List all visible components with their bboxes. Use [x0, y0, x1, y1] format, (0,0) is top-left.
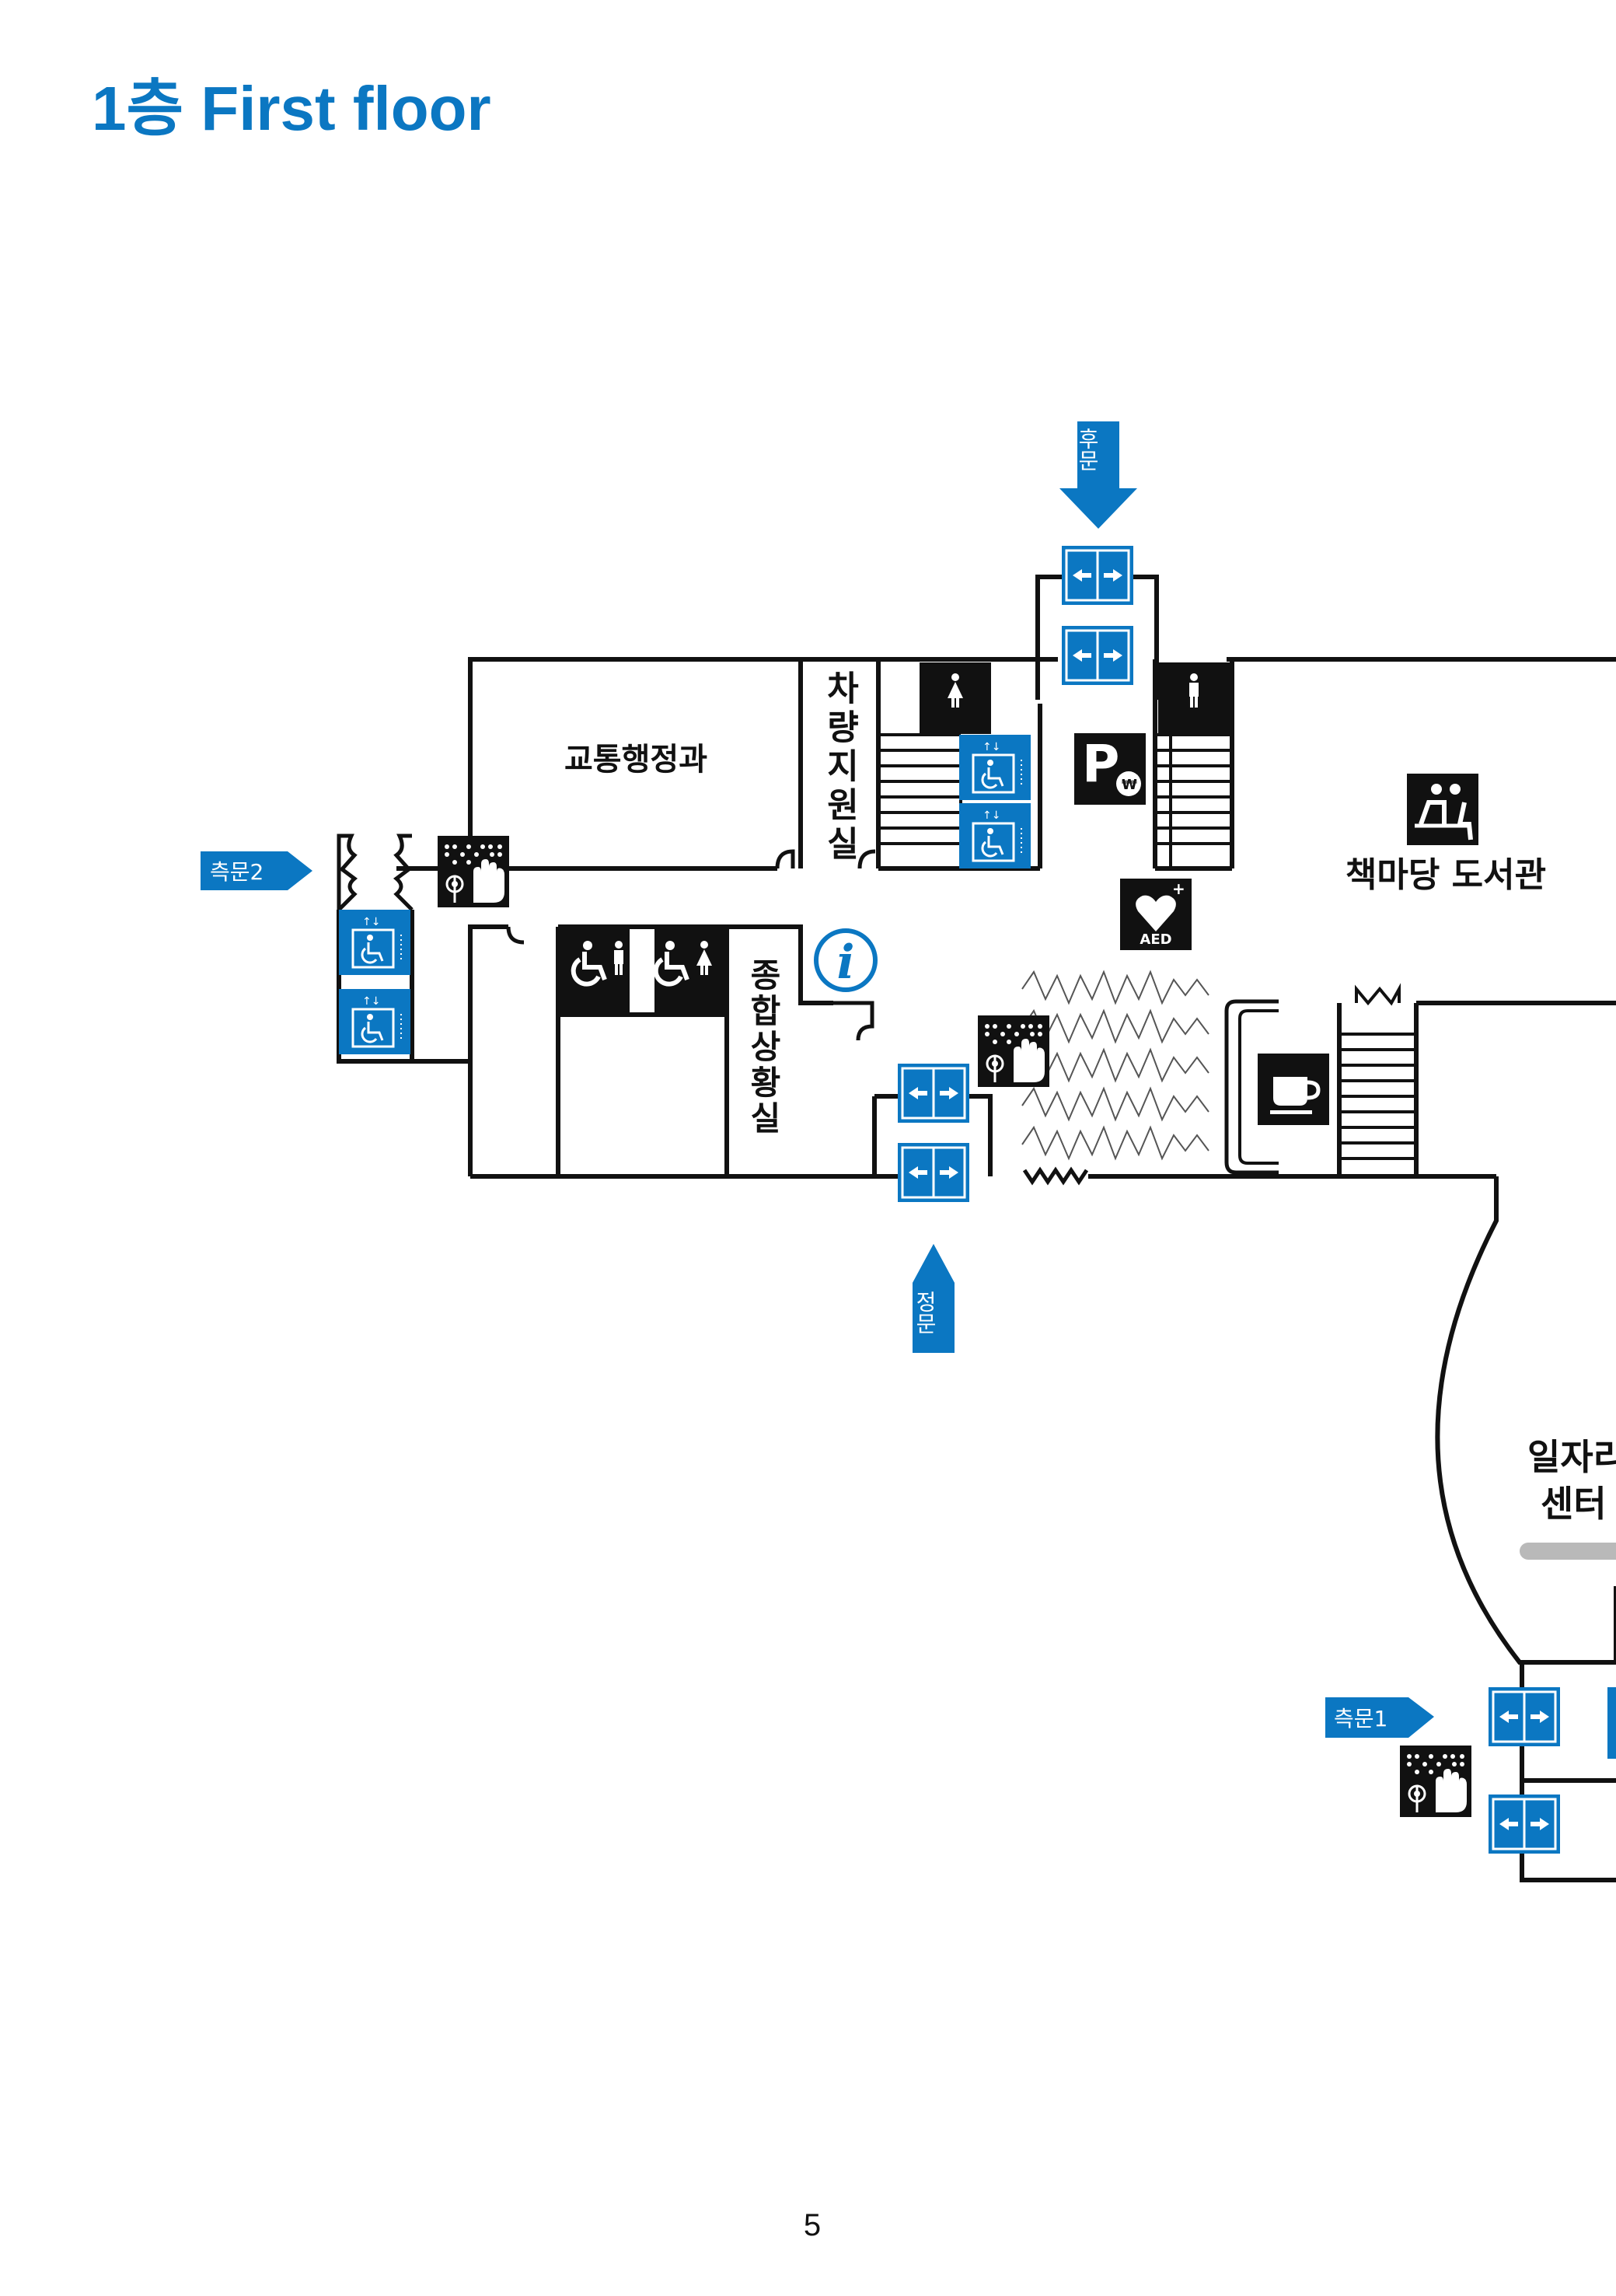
svg-text:₩: ₩ — [1122, 777, 1137, 793]
tactile-map-icon[interactable] — [1398, 1744, 1473, 1819]
tactile-map-icon[interactable] — [436, 834, 511, 909]
spring-symbol — [1022, 1166, 1089, 1186]
door-swings — [337, 833, 876, 1041]
main-gate-label: 정문 — [913, 1291, 938, 1334]
information-glyph: i — [837, 935, 855, 990]
tactile-map-icon[interactable] — [976, 1014, 1051, 1089]
automatic-door-icon-partial[interactable] — [1607, 1687, 1616, 1759]
stairs-north-right — [1155, 733, 1232, 868]
cafe-icon — [1258, 1054, 1329, 1125]
accessible-elevator-icon[interactable] — [958, 733, 1032, 802]
rest-area-icon — [1407, 774, 1478, 845]
page-title: 1층 First floor — [92, 78, 491, 140]
entrance-rear-gate[interactable]: 후문 — [1059, 421, 1137, 529]
accessible-restroom-female — [654, 927, 726, 1015]
room-library: 책마당 도서관 — [1346, 855, 1546, 895]
page-title-text: First floor — [183, 74, 491, 143]
room-vehicle-support: 차량지원실 — [820, 670, 860, 865]
rear-gate-label: 후문 — [1075, 428, 1101, 471]
side-gate-2-label: 측문2 — [210, 859, 264, 885]
entrance-side-gate-2[interactable]: 측문2 — [201, 851, 312, 890]
accessible-elevator-icon[interactable] — [337, 987, 412, 1056]
aed-label: AED — [1140, 931, 1171, 948]
automatic-door-icon[interactable] — [1487, 1793, 1562, 1855]
automatic-door-icon[interactable] — [896, 1062, 971, 1124]
room-general-situation: 종합상황실 — [745, 958, 783, 1137]
svg-text:+: + — [1172, 879, 1185, 898]
page-number: 5 — [803, 2208, 822, 2242]
automatic-door-icon[interactable] — [1060, 624, 1135, 687]
female-restroom-north — [920, 662, 991, 734]
entrance-main-gate[interactable]: 정문 — [913, 1244, 955, 1353]
lobby-pattern — [1021, 970, 1209, 1161]
page-title-number: 1층 — [92, 74, 184, 143]
room-job-center-line2: 센터 — [1541, 1483, 1607, 1525]
stairs-north-left — [878, 733, 962, 868]
accessible-restroom-male — [558, 927, 630, 1015]
svg-text:P: P — [1082, 734, 1119, 794]
automatic-door-icon[interactable] — [896, 1141, 971, 1204]
job-center-counter — [1520, 1543, 1616, 1560]
parking-fee-icon: P ₩ — [1074, 733, 1146, 805]
accessible-elevator-icon[interactable] — [337, 908, 412, 977]
room-job-center-line1: 일자리 — [1527, 1436, 1616, 1478]
aed-icon: + AED — [1120, 879, 1192, 950]
room-traffic-admin: 교통행정과 — [564, 742, 707, 778]
stairs-south — [1339, 983, 1416, 1160]
entrance-side-gate-1[interactable]: 측문1 — [1325, 1697, 1434, 1738]
automatic-door-icon[interactable] — [1487, 1686, 1562, 1748]
accessible-elevator-icon[interactable] — [958, 802, 1032, 870]
automatic-door-icon[interactable] — [1060, 544, 1135, 606]
side-gate-1-label: 측문1 — [1334, 1706, 1387, 1732]
male-restroom-north — [1158, 662, 1230, 734]
information-icon[interactable]: i — [814, 928, 878, 992]
